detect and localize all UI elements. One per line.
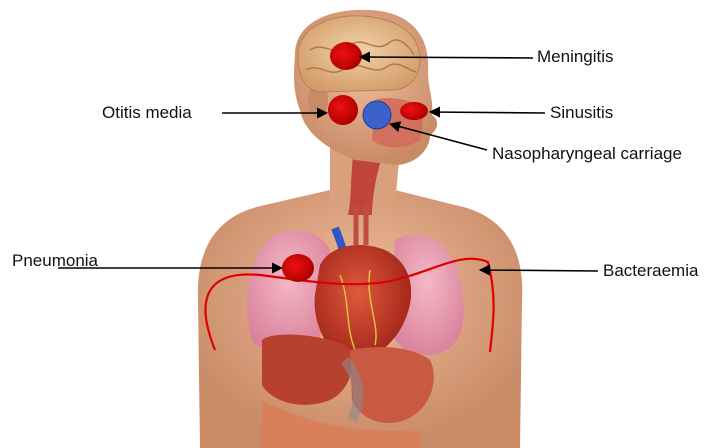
- meningitis-arrow: [360, 57, 533, 58]
- meningitis-site-marker: [330, 42, 362, 70]
- sinusitis-site-marker: [400, 102, 428, 120]
- bacteraemia-arrow: [480, 270, 598, 271]
- sinusitis-arrow: [430, 112, 545, 113]
- pneumonia-site-marker: [282, 254, 314, 282]
- otitis-media-label: Otitis media: [102, 103, 192, 123]
- pneumonia-label: Pneumonia: [12, 251, 98, 271]
- nasopharyngeal-carriage-label: Nasopharyngeal carriage: [492, 144, 682, 164]
- otitis-site-marker: [328, 95, 358, 125]
- carriage-site-marker: [363, 101, 391, 129]
- bacteraemia-label: Bacteraemia: [603, 261, 698, 281]
- sinusitis-label: Sinusitis: [550, 103, 613, 123]
- meningitis-label: Meningitis: [537, 47, 614, 67]
